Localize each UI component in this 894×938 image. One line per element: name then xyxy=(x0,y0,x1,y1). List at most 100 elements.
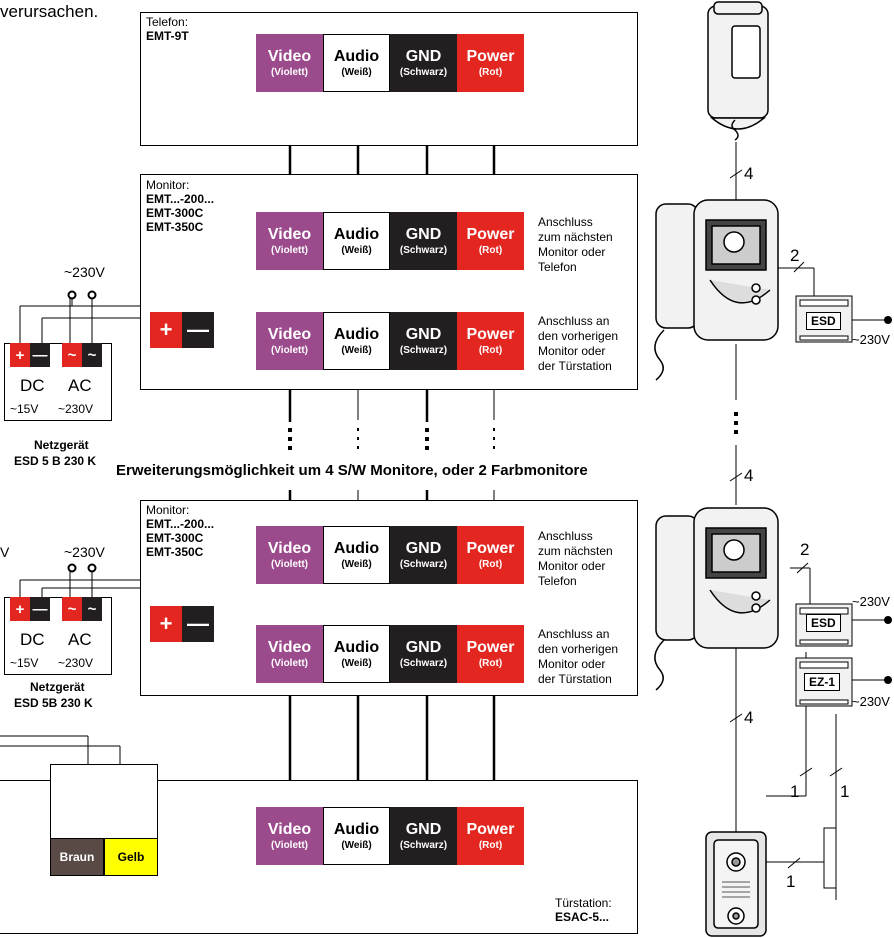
door-opener-switch xyxy=(50,764,158,838)
intro-text: verursachen. xyxy=(0,2,99,21)
psu2-dc-label: DC xyxy=(20,630,45,649)
terminal-name: Video xyxy=(267,638,312,656)
terminal-name: Video xyxy=(267,820,312,838)
esd-label-bottom: ESD xyxy=(806,614,841,632)
terminal-gnd: GND(Schwarz) xyxy=(390,526,457,584)
terminal-video: Video(Violett) xyxy=(256,212,323,270)
wire-color-label: (Rot) xyxy=(478,657,503,669)
psu2-dc-terminal: +— xyxy=(10,597,50,621)
terminal-name: Audio xyxy=(333,638,380,656)
terminal-gnd: GND(Schwarz) xyxy=(390,312,457,370)
terminal-video: Video(Violett) xyxy=(256,34,323,92)
wire-color-label: (Weiß) xyxy=(341,66,372,78)
telephone-device-icon xyxy=(707,1,769,141)
terminal-name: Audio xyxy=(333,47,380,65)
wire-color-label: (Rot) xyxy=(478,344,503,356)
terminal-power: Power(Rot) xyxy=(457,34,524,92)
wire-color-label: (Violett) xyxy=(270,558,309,570)
wire-color-label: (Schwarz) xyxy=(399,558,448,570)
terminal-strip-door: Video(Violett) Audio(Weiß) GND(Schwarz) … xyxy=(256,807,524,865)
esd-label-top: ESD xyxy=(806,312,841,330)
terminal-gnd: GND(Schwarz) xyxy=(390,212,457,270)
psu1-dc-label: DC xyxy=(20,376,45,395)
door-station-icon xyxy=(705,831,767,937)
terminal-name: GND xyxy=(405,638,442,656)
terminal-name: Audio xyxy=(333,539,380,557)
terminal-power: Power(Rot) xyxy=(457,807,524,865)
psu2-ac-v: ~230V xyxy=(58,656,94,670)
psu2-ac-terminal: ~~ xyxy=(62,597,102,621)
psu1-mains: ~230V xyxy=(64,264,105,280)
terminal-gnd: GND(Schwarz) xyxy=(390,625,457,683)
wire-color-label: (Schwarz) xyxy=(399,839,448,851)
wire-color-label: (Weiß) xyxy=(341,558,372,570)
wire-color-label: (Weiß) xyxy=(341,244,372,256)
terminal-name: Power xyxy=(466,325,515,343)
terminal-audio: Audio(Weiß) xyxy=(323,312,390,370)
wire-color-label: (Weiß) xyxy=(341,657,372,669)
psu1-ac-v: ~230V xyxy=(58,402,94,416)
terminal-strip-phone: Video(Violett) Audio(Weiß) GND(Schwarz) … xyxy=(256,34,524,92)
terminal-gnd: GND(Schwarz) xyxy=(390,34,457,92)
terminal-name: Video xyxy=(267,225,312,243)
wire-color-label: (Schwarz) xyxy=(399,244,448,256)
wire-color-label: (Violett) xyxy=(270,839,309,851)
wire-color-label: (Schwarz) xyxy=(399,344,448,356)
terminal-audio: Audio(Weiß) xyxy=(323,526,390,584)
power-terminal-a: +— xyxy=(150,312,214,348)
wire-color-label: (Rot) xyxy=(478,558,503,570)
terminal-gnd: GND(Schwarz) xyxy=(390,807,457,865)
wire-color-label: (Rot) xyxy=(478,839,503,851)
terminal-power: Power(Rot) xyxy=(457,526,524,584)
telephone-label: Telefon:EMT-9T xyxy=(146,15,189,43)
terminal-name: Audio xyxy=(333,225,380,243)
terminal-power: Power(Rot) xyxy=(457,312,524,370)
wire-color-label: (Schwarz) xyxy=(399,66,448,78)
terminal-name: Audio xyxy=(333,325,380,343)
terminal-strip-monitor-a-in: Video(Violett) Audio(Weiß) GND(Schwarz) … xyxy=(256,312,524,370)
psu2-ac-label: AC xyxy=(68,630,92,649)
terminal-strip-monitor-b-out: Video(Violett) Audio(Weiß) GND(Schwarz) … xyxy=(256,526,524,584)
wire-color-label: (Violett) xyxy=(270,244,309,256)
wire-count-esd-bottom: 2 xyxy=(800,540,810,559)
psu2-mains: ~230V xyxy=(64,544,105,560)
door-station-label: Türstation:ESAC-5... xyxy=(555,896,612,924)
psu2-model: ESD 5B 230 K xyxy=(14,696,93,710)
wire-color-label: (Rot) xyxy=(478,244,503,256)
wire-color-label: (Rot) xyxy=(478,66,503,78)
terminal-audio: Audio(Weiß) xyxy=(323,34,390,92)
psu1-dc-terminal: +— xyxy=(10,343,50,367)
terminal-video: Video(Violett) xyxy=(256,807,323,865)
terminal-power: Power(Rot) xyxy=(457,212,524,270)
psu1-ac-label: AC xyxy=(68,376,92,395)
ez1-label: EZ-1 xyxy=(804,673,841,691)
wire-color-label: (Violett) xyxy=(270,344,309,356)
terminal-name: GND xyxy=(405,325,442,343)
psu1-dc-v: ~15V xyxy=(10,402,39,416)
power-terminal-b: +— xyxy=(150,606,214,642)
wire-count-phone-monitor: 4 xyxy=(744,164,754,183)
terminal-name: Power xyxy=(466,820,515,838)
terminal-name: GND xyxy=(405,820,442,838)
video-monitor-icon xyxy=(654,199,779,381)
v230-esd: ~230V xyxy=(852,594,890,609)
terminal-video: Video(Violett) xyxy=(256,312,323,370)
wire-color-label: (Violett) xyxy=(270,66,309,78)
wire-color-label: (Violett) xyxy=(270,657,309,669)
terminal-name: Power xyxy=(466,225,515,243)
terminal-power: Power(Rot) xyxy=(457,625,524,683)
terminal-name: Power xyxy=(466,47,515,65)
wire-count-door-c: 1 xyxy=(786,872,796,891)
v230-top: ~230V xyxy=(852,332,890,347)
terminal-strip-monitor-a-out: Video(Violett) Audio(Weiß) GND(Schwarz) … xyxy=(256,212,524,270)
wire-color-label: (Weiß) xyxy=(341,344,372,356)
terminal-name: Video xyxy=(267,539,312,557)
v230-ez1: ~230V xyxy=(852,694,890,709)
terminal-name: GND xyxy=(405,539,442,557)
